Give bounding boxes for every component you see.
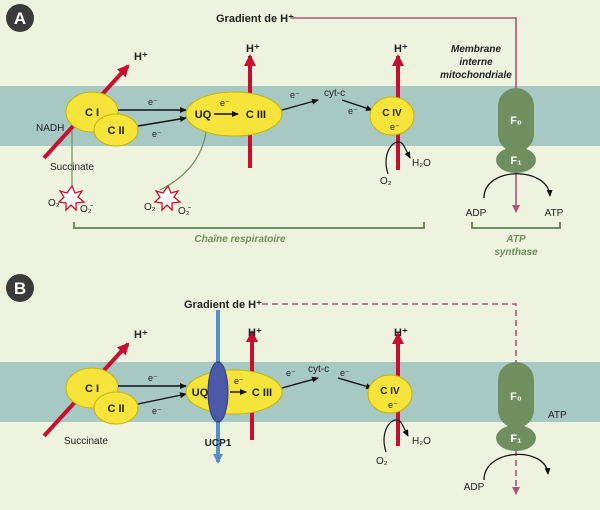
f1-subunit-b	[496, 425, 536, 451]
panel-letter-b: B	[14, 279, 26, 298]
electron-label-c4-a: e⁻	[390, 122, 400, 132]
panel-badge-b	[6, 274, 34, 302]
complex-c3-label-b: C III	[252, 387, 272, 399]
complex-c1-label-a: C I	[85, 107, 99, 119]
chain-caption-a: Chaîne respiratoire	[194, 234, 286, 245]
oxygen-label-ros2-a: O₂	[144, 202, 156, 213]
f1-label-a: F₁	[510, 155, 522, 167]
panel-b: B Gradient de H⁺ H⁺ C I C II Succinate e…	[0, 274, 600, 495]
adp-label-a: ADP	[466, 208, 487, 219]
electron-label-cytc-b: e⁻	[340, 368, 350, 378]
oxygen-label-ros1-a: O₂	[48, 198, 60, 209]
electron-label-uq-a: e⁻	[220, 98, 230, 108]
electron-label-cytc-a: e⁻	[348, 106, 358, 116]
complex-c2-a	[93, 113, 139, 147]
f0-subunit-a	[498, 88, 534, 152]
ucp1-protein-b	[207, 361, 229, 423]
complex-c4-label-a: C IV	[382, 108, 402, 119]
electron-label-c1-b: e⁻	[148, 373, 158, 383]
chain-bracket-a	[73, 222, 425, 229]
water-arrow-b	[383, 419, 409, 453]
electron-label-c3-a: e⁻	[290, 90, 300, 100]
nadh-label-a: NADH	[36, 123, 64, 134]
electron-label-c2-a: e⁻	[152, 129, 162, 139]
electron-label-c1-a: e⁻	[148, 97, 158, 107]
cytc-label-a: cyt-c	[324, 88, 345, 99]
atp-label-a: ATP	[545, 208, 564, 219]
panel-a: A Gradient de H⁺ Membrane interne mitoch…	[0, 4, 600, 258]
water-label-b: H₂O	[412, 436, 431, 447]
succinate-label-b: Succinate	[64, 436, 108, 447]
ros-burst-icon-2-a	[153, 184, 182, 212]
complex-c2-label-b: C II	[107, 403, 124, 415]
complex-c2-label-a: C II	[107, 125, 124, 137]
adp-label-b: ADP	[464, 482, 485, 493]
panel-badge-a	[6, 4, 34, 32]
membrane-label-line2: interne	[459, 57, 493, 68]
ros-line-c3-a	[159, 131, 207, 191]
proton-label-c1-b: H⁺	[134, 329, 148, 341]
water-label-a: H₂O	[412, 158, 431, 169]
superoxide-label-ros2-a: O₂̄	[178, 206, 192, 217]
complex-c4-a	[369, 96, 415, 136]
f0-label-b: F₀	[510, 391, 522, 403]
electron-arrow-cytc-c4-b	[337, 377, 373, 390]
superoxide-label-ros1-a: O₂̄	[80, 204, 94, 215]
electron-label-c3-b: e⁻	[286, 368, 296, 378]
proton-label-c1-a: H⁺	[134, 51, 148, 63]
electron-label-c2-b: e⁻	[152, 406, 162, 416]
electron-label-uq-b: e⁻	[234, 376, 244, 386]
membrane-label-line1: Membrane	[451, 44, 501, 55]
proton-label-c4-a: H⁺	[394, 43, 408, 55]
complex-c4-label-b: C IV	[380, 386, 400, 397]
electron-arrow-c3-cytc-a	[281, 98, 319, 111]
adp-arrow-b	[483, 453, 551, 481]
proton-label-c3-a: H⁺	[246, 43, 260, 55]
f0-subunit-b	[498, 362, 534, 428]
f1-subunit-a	[496, 147, 536, 173]
cytc-label-b: cyt-c	[308, 364, 329, 375]
electron-arrow-c3-cytc-b	[281, 376, 319, 389]
atp-bracket-a	[471, 222, 561, 229]
membrane-label-line3: mitochondriale	[440, 70, 512, 81]
f1-label-b: F₁	[510, 433, 522, 445]
complex-c3-label-a: C III	[246, 109, 266, 121]
oxygen-label-c4-b: O₂	[376, 456, 388, 467]
complex-c2-b	[93, 391, 139, 425]
panel-letter-a: A	[14, 9, 26, 28]
adp-atp-arrow-a	[483, 173, 553, 199]
ucp1-label-b: UCP1	[205, 438, 232, 449]
complex-c4-b	[367, 374, 413, 414]
proton-label-c4-b: H⁺	[394, 327, 408, 339]
gradient-label-b: Gradient de H⁺	[184, 299, 262, 311]
gradient-label-a: Gradient de H⁺	[216, 13, 294, 25]
electron-arrow-cytc-c4-a	[341, 99, 373, 111]
complex-c1-label-b: C I	[85, 383, 99, 395]
electron-arrow-c2-uq-a	[137, 116, 187, 127]
atp-label-b: ATP	[548, 410, 567, 421]
complex-uq-label-b: UQ	[192, 387, 209, 399]
oxygen-label-c4-a: O₂	[380, 176, 392, 187]
proton-label-c3-b: H⁺	[248, 327, 262, 339]
water-arrow-a	[385, 141, 411, 175]
complex-uq-label-a: UQ	[195, 109, 212, 121]
atp-caption-line2-a: synthase	[494, 247, 538, 258]
atp-caption-line1-a: ATP	[505, 234, 526, 245]
electron-label-c4-b: e⁻	[388, 400, 398, 410]
f0-label-a: F₀	[510, 115, 522, 127]
electron-arrow-c2-uq-b	[137, 392, 187, 405]
ros-burst-icon-1-a	[57, 184, 86, 212]
